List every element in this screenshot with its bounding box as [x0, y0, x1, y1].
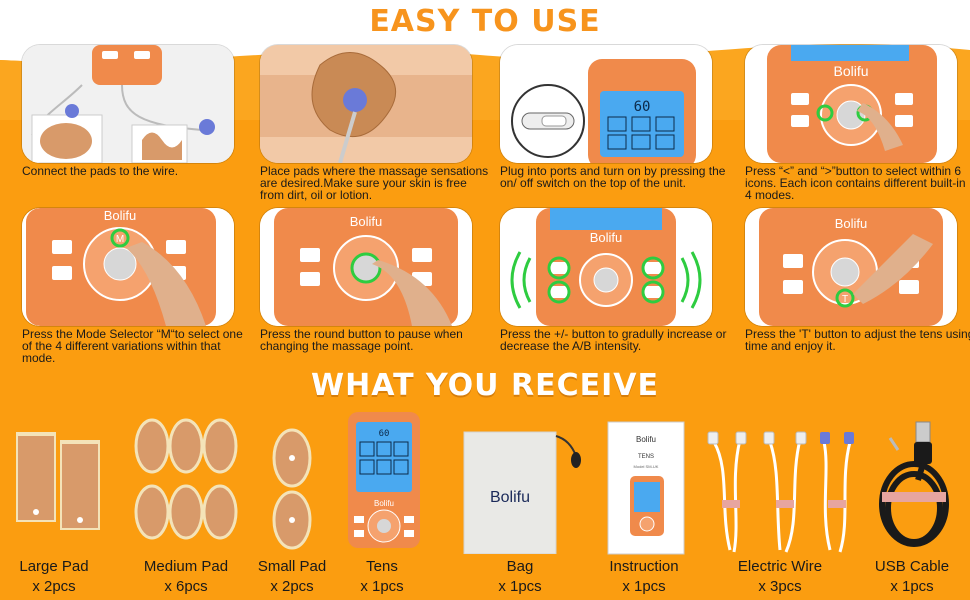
step-3-caption: Plug into ports and turn on by pressing … [500, 164, 726, 190]
item-qty: x 1pcs [890, 578, 934, 595]
step-7-caption: Press the +/- button to gradully increas… [500, 327, 727, 353]
instruction-manual-image: Bolifu TENS Model SM-UK [607, 421, 685, 555]
mode-key-step5: M [116, 234, 124, 245]
medium-pad-image [134, 418, 238, 540]
brand-step7: Bolifu [590, 230, 623, 245]
electric-wire-image [707, 431, 854, 553]
section-title-what-you-receive: WHAT YOU RECEIVE [311, 368, 659, 403]
manual-model: Model SM-UK [634, 464, 659, 469]
item-qty: x 1pcs [622, 578, 666, 595]
screen-digits-item: 60 [379, 429, 390, 439]
step-6-caption: Press the round button to pause when cha… [260, 327, 463, 353]
bag-image: Bolifu [463, 431, 581, 554]
brand-bag: Bolifu [490, 489, 530, 506]
item-qty: x 1pcs [360, 578, 404, 595]
step-4-caption: Press “<” and “>”button to select within… [745, 164, 966, 202]
timer-key-step8: T [842, 294, 848, 305]
item-qty: x 2pcs [270, 578, 314, 595]
item-name: Instruction [609, 558, 679, 575]
step-4-photo: Bolifu [745, 45, 957, 163]
step-1-photo [22, 45, 234, 163]
header-wave [0, 0, 970, 120]
item-qty: x 6pcs [164, 578, 208, 595]
step-5-caption: Press the Mode Selector “M“to select one… [22, 327, 243, 365]
manual-heading: TENS [638, 454, 654, 460]
step-8-caption: Press the 'T' button to adjust the tens … [745, 327, 970, 353]
item-name: Bag [506, 558, 534, 575]
small-pad-image [272, 428, 312, 550]
large-pad-image [16, 432, 100, 530]
step-3-photo: 60 [500, 45, 712, 163]
brand-step6: Bolifu [350, 214, 383, 229]
item-name: Large Pad [19, 558, 89, 575]
step-2-caption: Place pads where the massage sensations … [260, 164, 489, 202]
item-qty: x 3pcs [758, 578, 802, 595]
brand-step8: Bolifu [835, 216, 868, 231]
step-8-photo: Bolifu T [745, 208, 957, 326]
manual-brand: Bolifu [636, 435, 656, 444]
item-name: Medium Pad [143, 558, 229, 575]
brand-tens-item: Bolifu [374, 499, 394, 508]
item-qty: x 1pcs [498, 578, 542, 595]
step-6-photo: Bolifu [260, 208, 472, 326]
tens-device-image: 60 Bolifu [348, 412, 420, 548]
brand-step4: Bolifu [833, 63, 868, 79]
step-7-photo: Bolifu [500, 208, 712, 326]
item-name: Electric Wire [737, 558, 823, 575]
brand-step5: Bolifu [104, 208, 137, 223]
item-name: Small Pad [257, 558, 327, 575]
item-qty: x 2pcs [32, 578, 76, 595]
section-title-easy-to-use: EASY TO USE [369, 4, 601, 39]
screen-digits-step3: 60 [634, 99, 651, 115]
usb-cable-image [879, 421, 949, 547]
item-name: USB Cable [874, 558, 950, 575]
step-5-photo: Bolifu M [22, 208, 234, 326]
step-1-caption: Connect the pads to the wire. [22, 164, 179, 178]
step-2-photo [260, 45, 472, 163]
item-name: Tens [366, 558, 398, 575]
